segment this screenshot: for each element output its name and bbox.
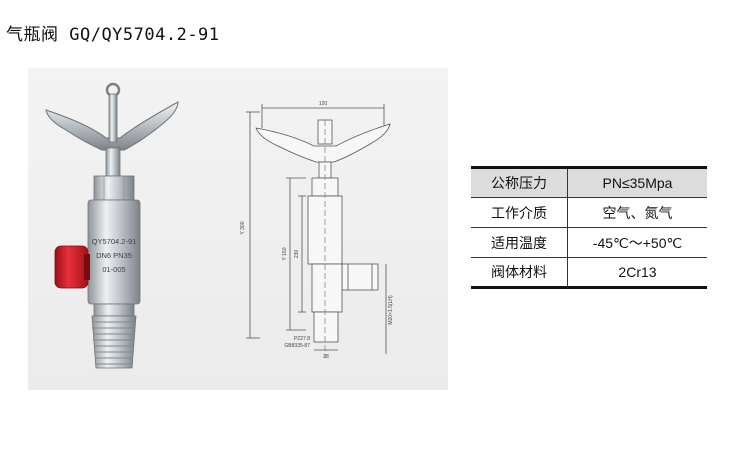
page-title: 气瓶阀 GQ/QY5704.2-91 xyxy=(6,25,220,45)
spec-row: 工作介质 空气、氮气 xyxy=(471,197,707,228)
valve-photo: QY5704.2-91 DN6 PN35 01-005 xyxy=(45,82,179,369)
body-marking-2: DN6 PN35 xyxy=(96,251,132,260)
dim-body-height: 230 xyxy=(294,250,300,259)
stem xyxy=(105,147,121,177)
collar xyxy=(93,303,135,317)
dim-thread-bottom-std: GB8335-87 xyxy=(284,343,310,349)
t-handle xyxy=(45,101,179,151)
spec-value: -45℃～+50℃ xyxy=(567,227,707,258)
dim-overall-height: Y 300 xyxy=(240,221,246,234)
spec-label: 适用温度 xyxy=(471,227,568,258)
dim-thread-bottom: PZ27.8 xyxy=(294,336,310,342)
spec-row: 适用温度 -45℃～+50℃ xyxy=(471,227,707,258)
spec-row: 公称压力 PN≤35Mpa xyxy=(471,167,707,198)
spec-table: 公称压力 PN≤35Mpa 工作介质 空气、氮气 适用温度 -45℃～+50℃ … xyxy=(471,166,707,289)
spec-row: 阀体材料 2Cr13 xyxy=(471,257,707,288)
hex-nut xyxy=(93,175,135,201)
threaded-base xyxy=(91,315,137,369)
drawing-side-port xyxy=(341,263,379,291)
valve-illustration: QY5704.2-91 DN6 PN35 01-005 xyxy=(45,82,394,369)
product-panel: QY5704.2-91 DN6 PN35 01-005 xyxy=(28,68,448,390)
handle-post xyxy=(108,93,118,143)
spec-label: 工作介质 xyxy=(471,197,568,228)
red-cap xyxy=(54,245,89,289)
dim-stem-height: Y 150 xyxy=(282,247,288,260)
body-marking-1: QY5704.2-91 xyxy=(92,237,137,246)
body-marking-3: 01-005 xyxy=(102,265,125,274)
dim-thread-right: M20×1.5(LH) xyxy=(388,295,394,325)
spec-value: 2Cr13 xyxy=(567,257,707,288)
drawing-labels: 120 Y 300 Y 150 230 M20×1.5(LH) 28 PZ27.… xyxy=(240,101,394,360)
technical-drawing xyxy=(246,104,391,358)
spec-value: 空气、氮气 xyxy=(567,197,707,228)
drawing-handle xyxy=(255,123,391,163)
dim-top-width: 120 xyxy=(319,101,328,107)
thread-lines xyxy=(92,321,136,365)
dim-bottom-width: 28 xyxy=(323,354,329,360)
drawing-base xyxy=(313,311,339,343)
spec-label: 公称压力 xyxy=(471,167,568,198)
spec-value: PN≤35Mpa xyxy=(567,167,707,198)
spec-label: 阀体材料 xyxy=(471,257,568,288)
